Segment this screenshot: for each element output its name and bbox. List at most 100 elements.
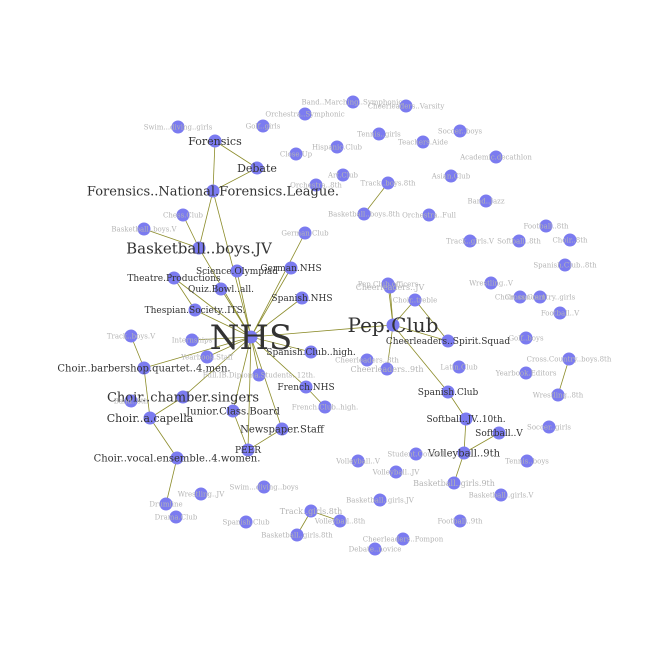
node-drumline[interactable]: [159, 497, 173, 511]
node-spanish-club-8th[interactable]: [558, 258, 572, 272]
node-track-girls-v[interactable]: [463, 234, 477, 248]
node-french-nhs[interactable]: [299, 380, 313, 394]
node-wrestling-8th[interactable]: [551, 388, 565, 402]
label-orchestra-full: Orchestra..Full: [402, 211, 457, 219]
node-spanish-club[interactable]: [441, 385, 455, 399]
node-band-marching[interactable]: [346, 95, 360, 109]
node-choir-concert[interactable]: [513, 290, 527, 304]
node-choir-8th[interactable]: [563, 233, 577, 247]
node-volleyball-jv[interactable]: [389, 465, 403, 479]
node-soccer-boys[interactable]: [453, 124, 467, 138]
node-drama-club[interactable]: [169, 510, 183, 524]
node-german-club[interactable]: [298, 226, 312, 240]
node-swim-boys[interactable]: [257, 480, 271, 494]
node-internships[interactable]: [185, 333, 199, 347]
node-theatre-productions[interactable]: [167, 271, 181, 285]
node-art-club[interactable]: [336, 168, 350, 182]
node-cheerleaders-9th[interactable]: [380, 362, 394, 376]
node-football-v[interactable]: [553, 306, 567, 320]
node-choir-chamber[interactable]: [176, 390, 190, 404]
node-debate[interactable]: [250, 161, 264, 175]
node-teachers-aide[interactable]: [416, 135, 430, 149]
node-softball-v[interactable]: [492, 426, 506, 440]
label-swim-boys: Swim...diving..boys: [230, 483, 299, 491]
node-basketball-boys-jv[interactable]: [192, 241, 206, 255]
node-nhs[interactable]: [244, 330, 258, 344]
node-chess-club[interactable]: [176, 208, 190, 222]
edge-choir_chamber-choir_acapella: [149, 396, 184, 419]
node-junior-class-board[interactable]: [226, 404, 240, 418]
node-cheerleaders-8th[interactable]: [360, 353, 374, 367]
node-basketball-boys-v[interactable]: [137, 222, 151, 236]
node-newspaper-staff[interactable]: [275, 422, 289, 436]
node-cross-country-girls[interactable]: [533, 290, 547, 304]
node-volleyball-9th[interactable]: [457, 446, 471, 460]
node-close-up[interactable]: [289, 147, 303, 161]
node-peer[interactable]: [241, 443, 255, 457]
node-yearbook[interactable]: [519, 366, 533, 380]
node-basketball-girls-v[interactable]: [494, 488, 508, 502]
node-band-8th[interactable]: [124, 394, 138, 408]
node-orchestra-8th[interactable]: [309, 178, 323, 192]
edge-nhs-quiz_bowl: [220, 288, 252, 338]
node-tennis-girls[interactable]: [372, 127, 386, 141]
node-track-boys-8th[interactable]: [381, 176, 395, 190]
node-track-girls-8th[interactable]: [304, 504, 318, 518]
node-choir-vocal[interactable]: [170, 451, 184, 465]
node-forensics[interactable]: [208, 134, 222, 148]
node-cheerleaders-pompon[interactable]: [396, 532, 410, 546]
node-cross-country-boys-8th[interactable]: [562, 352, 576, 366]
node-thespian-society[interactable]: [188, 303, 202, 317]
node-pep-club-faint[interactable]: [381, 277, 395, 291]
edge-nhs-spanish_nhs: [250, 297, 303, 338]
node-softball-8th[interactable]: [512, 234, 526, 248]
node-choir-barbershop[interactable]: [137, 361, 151, 375]
node-track-boys-v[interactable]: [124, 329, 138, 343]
node-cheerleaders-varsity[interactable]: [399, 99, 413, 113]
node-golf-boys[interactable]: [519, 331, 533, 345]
node-wrestling-jv[interactable]: [194, 487, 208, 501]
node-soccer-girls[interactable]: [542, 420, 556, 434]
node-choir-acapella[interactable]: [143, 411, 157, 425]
node-orchestra-symphonic[interactable]: [298, 107, 312, 121]
node-tennis-boys[interactable]: [520, 454, 534, 468]
label-internships: Internships: [172, 336, 213, 344]
label-cheerleaders-8th: Cheerleaders..8th: [335, 356, 399, 364]
node-basketball-girls-8th[interactable]: [290, 528, 304, 542]
node-softball-jv[interactable]: [459, 412, 473, 426]
node-german-nhs[interactable]: [284, 261, 298, 275]
node-swim-diving-girls[interactable]: [171, 120, 185, 134]
node-student-council[interactable]: [409, 447, 423, 461]
node-hispanic-club[interactable]: [330, 140, 344, 154]
node-debate-novice[interactable]: [368, 542, 382, 556]
node-quiz-bowl[interactable]: [214, 282, 228, 296]
node-spanish-club-int[interactable]: [239, 515, 253, 529]
node-forensics-nfl[interactable]: [206, 184, 220, 198]
node-golf-girls[interactable]: [256, 119, 270, 133]
node-asian-club[interactable]: [444, 169, 458, 183]
node-pep-club[interactable]: [386, 318, 400, 332]
node-basketball-girls-9th[interactable]: [447, 476, 461, 490]
node-band-jazz[interactable]: [479, 194, 493, 208]
node-latin-club[interactable]: [452, 360, 466, 374]
label-tennis-girls: Tennis..girls: [357, 130, 401, 138]
node-basketball-boys-8th[interactable]: [357, 207, 371, 221]
node-youth-staff[interactable]: [200, 350, 214, 364]
node-volleyball-v[interactable]: [351, 454, 365, 468]
node-academic-decathlon[interactable]: [489, 150, 503, 164]
node-basketball-girls-jv[interactable]: [373, 493, 387, 507]
node-cheerleaders-spirit[interactable]: [441, 334, 455, 348]
node-football-9th[interactable]: [453, 514, 467, 528]
node-spanish-club-high[interactable]: [304, 345, 318, 359]
label-debate-novice: Debate..novice: [349, 545, 402, 553]
node-orchestra-full[interactable]: [422, 208, 436, 222]
node-football-8th[interactable]: [539, 219, 553, 233]
label-spanish-club-8th: Spanish.Club..8th: [533, 261, 597, 269]
node-choir-treble[interactable]: [408, 293, 422, 307]
node-wrestling-v[interactable]: [484, 276, 498, 290]
node-spanish-nhs[interactable]: [295, 291, 309, 305]
node-volleyball-8th[interactable]: [333, 514, 347, 528]
node-full-ib[interactable]: [252, 368, 266, 382]
node-french-club-high[interactable]: [318, 400, 332, 414]
node-science-olympiad[interactable]: [230, 264, 244, 278]
